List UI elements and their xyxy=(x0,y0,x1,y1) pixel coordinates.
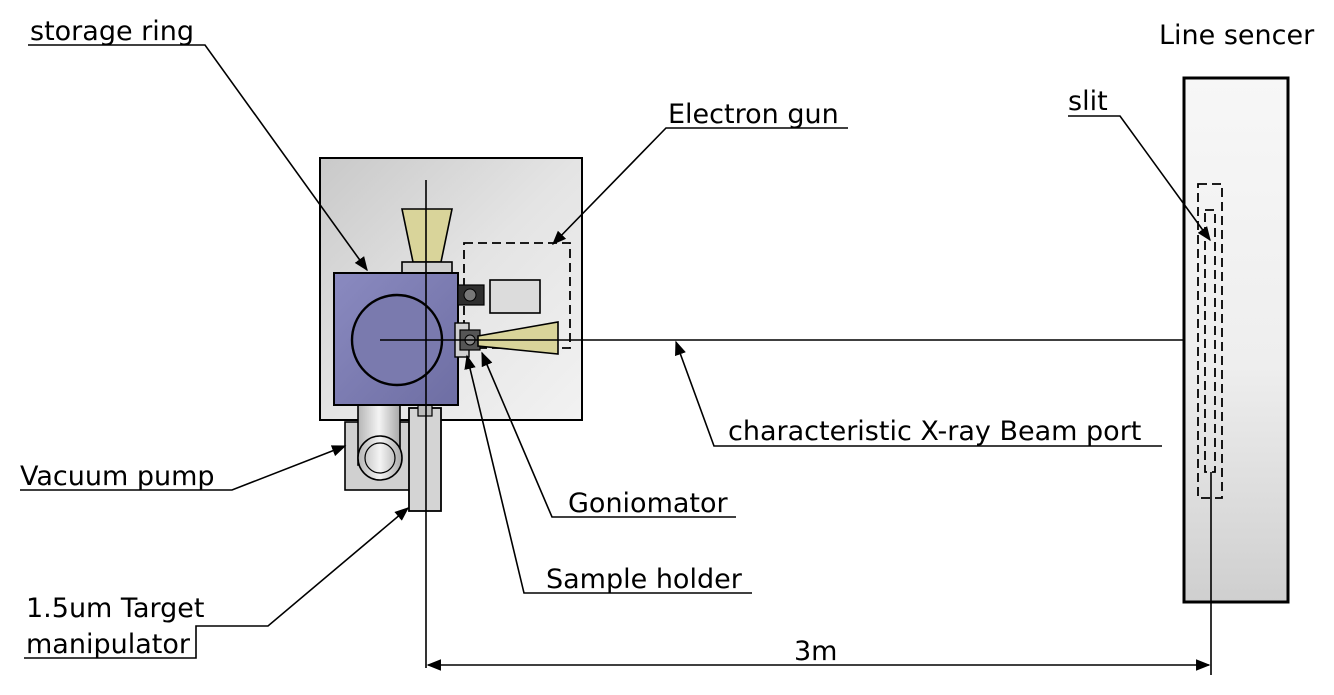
goniomator-leader xyxy=(481,351,736,518)
vacuum-pump-leader xyxy=(20,445,347,491)
distance-label: 3m xyxy=(794,636,837,667)
top-horn xyxy=(401,208,453,275)
target-label-line1: 1.5um Target xyxy=(26,593,204,624)
sample-holder-label: Sample holder xyxy=(546,564,743,595)
slit-leader xyxy=(1068,115,1211,242)
electron-gun-label: Electron gun xyxy=(668,99,839,130)
storage-ring-label: storage ring xyxy=(30,16,194,47)
line-sensor xyxy=(1182,76,1290,604)
slit-label: slit xyxy=(1068,86,1108,117)
target-manipulator-leader xyxy=(24,507,410,659)
sample-holder-leader xyxy=(464,354,752,594)
goniomator-label: Goniomator xyxy=(568,488,729,519)
target-label-line2: manipulator xyxy=(26,629,191,660)
beam-port-leader xyxy=(675,340,1162,447)
vacuum-pump-label: Vacuum pump xyxy=(20,461,215,492)
storage-ring-leader xyxy=(28,44,368,272)
electron-gun xyxy=(457,242,571,349)
target-manipulator xyxy=(408,403,442,512)
electron-gun-leader xyxy=(551,127,848,246)
side-horn xyxy=(477,321,559,355)
storage-ring-chamber xyxy=(333,272,459,406)
line-sensor-label: Line sencer xyxy=(1159,20,1315,51)
beam-port-label: characteristic X-ray Beam port xyxy=(728,416,1141,447)
